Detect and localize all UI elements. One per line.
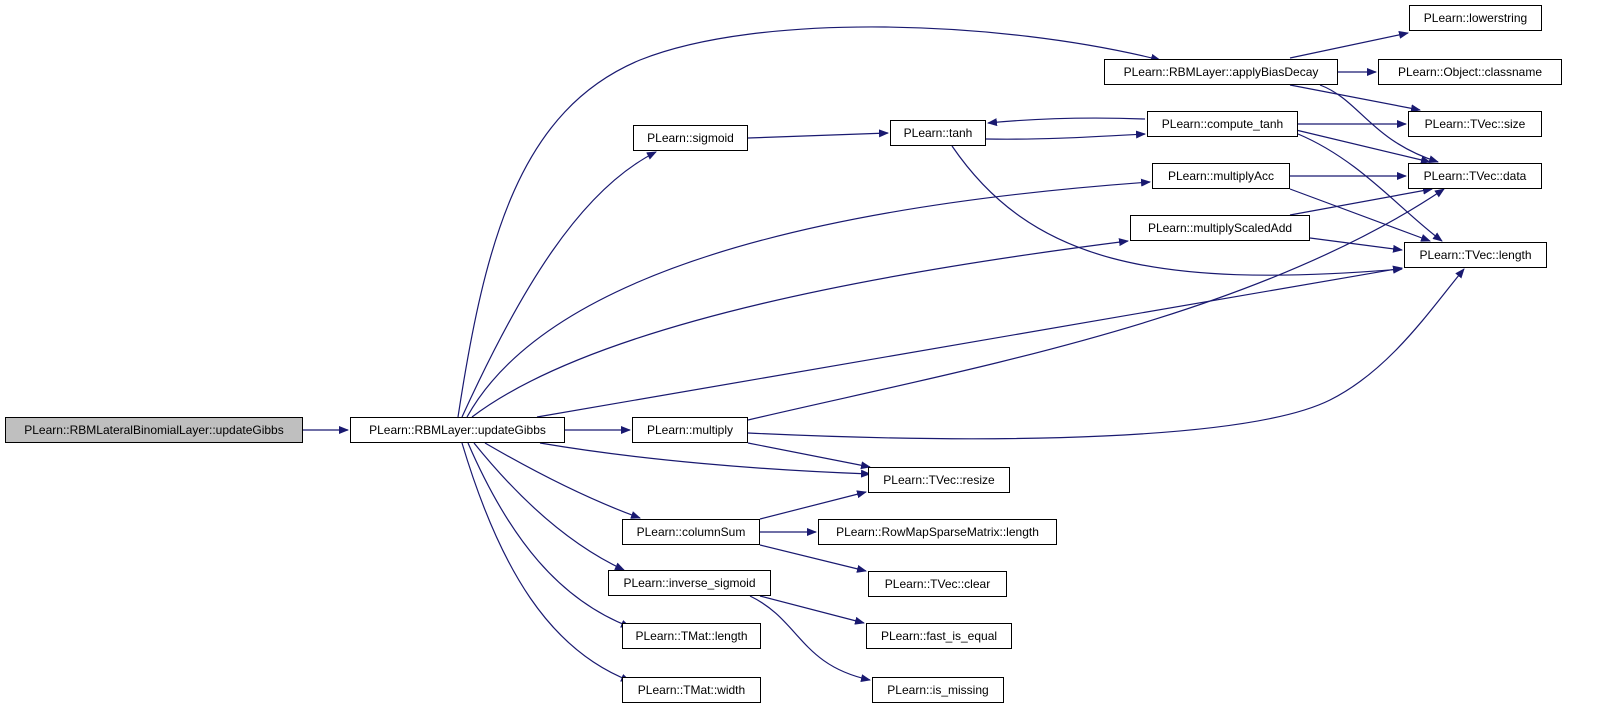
node-lowerstring[interactable]: PLearn::lowerstring: [1409, 5, 1542, 31]
node-tvec-size[interactable]: PLearn::TVec::size: [1408, 111, 1542, 137]
node-rowmap-sparse-matrix-length[interactable]: PLearn::RowMapSparseMatrix::length: [818, 519, 1057, 545]
edge-sigmoid-to-tanh: [747, 129, 889, 139]
edge-rbm-update-to-inverse-sigmoid: [473, 442, 625, 571]
edge-multiply-to-tvec-length: [747, 268, 1465, 440]
node-fast-is-equal[interactable]: PLearn::fast_is_equal: [866, 623, 1012, 649]
node-tanh[interactable]: PLearn::tanh: [890, 120, 986, 146]
edge-compute-tanh-to-tanh: [987, 117, 1146, 127]
edge-rbm-update-to-tvec-length: [536, 265, 1403, 418]
node-tmat-length[interactable]: PLearn::TMat::length: [622, 623, 761, 649]
edge-column-sum-to-tvec-resize: [759, 490, 867, 520]
edge-tanh-to-tvec-length: [951, 145, 1403, 276]
edge-rbm-update-to-apply-bias: [457, 26, 1161, 418]
node-rbm-lateral-binomial-update-gibbs: PLearn::RBMLateralBinomialLayer::updateG…: [5, 417, 303, 443]
edge-multiply-scaled-to-tvec-length: [1309, 237, 1403, 253]
node-tvec-resize[interactable]: PLearn::TVec::resize: [868, 467, 1010, 493]
edge-rbm-update-to-tmat-width: [461, 442, 631, 682]
edge-apply-bias-to-tvec-data: [1319, 84, 1439, 164]
node-compute-tanh[interactable]: PLearn::compute_tanh: [1147, 111, 1298, 137]
edge-rbm-update-to-tmat-length: [467, 442, 631, 628]
edge-compute-tanh-to-tvec-length: [1297, 133, 1443, 242]
edge-rbm-update-to-multiply-acc: [466, 178, 1151, 418]
node-column-sum[interactable]: PLearn::columnSum: [622, 519, 760, 545]
edge-rbm-update-to-column-sum: [484, 442, 641, 519]
node-rbm-layer-update-gibbs[interactable]: PLearn::RBMLayer::updateGibbs: [350, 417, 565, 443]
node-tvec-data[interactable]: PLearn::TVec::data: [1408, 163, 1542, 189]
node-tvec-clear[interactable]: PLearn::TVec::clear: [868, 571, 1007, 597]
node-multiply-acc[interactable]: PLearn::multiplyAcc: [1152, 163, 1290, 189]
node-tmat-width[interactable]: PLearn::TMat::width: [622, 677, 761, 703]
node-multiply[interactable]: PLearn::multiply: [632, 417, 748, 443]
edge-apply-bias-to-lowerstring: [1289, 30, 1409, 59]
edge-multiply-to-tvec-data: [747, 188, 1445, 421]
node-apply-bias-decay[interactable]: PLearn::RBMLayer::applyBiasDecay: [1104, 59, 1338, 85]
edge-compute-tanh-to-tvec-data: [1295, 129, 1431, 164]
edge-tanh-to-compute-tanh: [985, 130, 1146, 140]
edge-inverse-sigmoid-to-fast-is-equal: [759, 595, 865, 625]
edge-multiply-acc-to-tvec-length: [1289, 188, 1431, 242]
node-multiply-scaled-add[interactable]: PLearn::multiplyScaledAdd: [1130, 215, 1310, 241]
node-sigmoid[interactable]: PLearn::sigmoid: [633, 125, 748, 151]
edge-rbm-update-to-multiply-scaled: [471, 238, 1129, 418]
edge-apply-bias-to-tvec-size: [1289, 84, 1421, 113]
node-is-missing[interactable]: PLearn::is_missing: [872, 677, 1004, 703]
edge-rbm-update-to-tvec-resize: [539, 442, 871, 478]
edge-inverse-sigmoid-to-is-missing: [749, 595, 871, 683]
edge-multiply-to-tvec-resize: [747, 442, 871, 470]
edge-multiply-scaled-to-tvec-data: [1289, 186, 1433, 216]
edge-rbm-update-to-sigmoid: [461, 151, 657, 418]
node-tvec-length[interactable]: PLearn::TVec::length: [1404, 242, 1547, 268]
node-object-classname[interactable]: PLearn::Object::classname: [1378, 59, 1562, 85]
node-inverse-sigmoid[interactable]: PLearn::inverse_sigmoid: [608, 570, 771, 596]
edge-column-sum-to-tvec-clear: [759, 544, 867, 573]
